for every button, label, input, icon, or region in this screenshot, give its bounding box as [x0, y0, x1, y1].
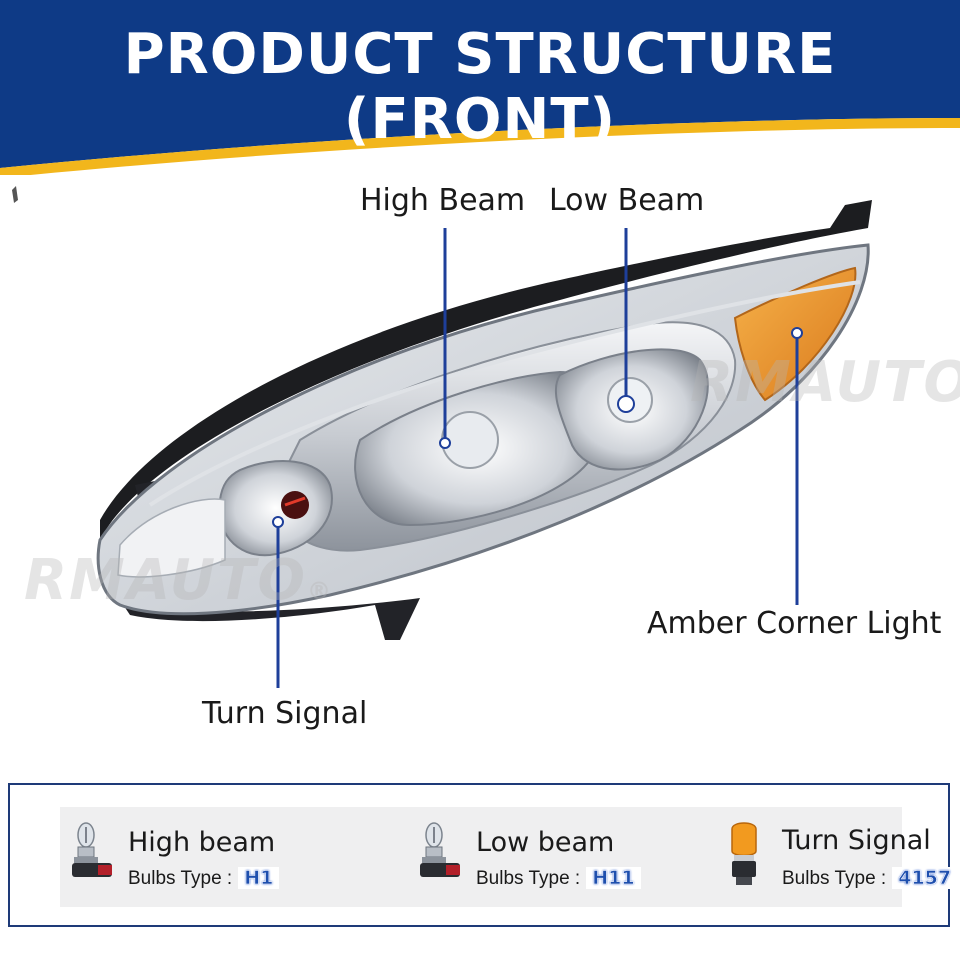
housing: [100, 200, 872, 540]
bulb-name: High beam: [128, 827, 276, 858]
bulb-code: 4157: [892, 867, 958, 889]
bulb-type-row: Bulbs Type :H11: [476, 867, 641, 890]
bulb-type-row: Bulbs Type :H1: [128, 867, 280, 890]
bulb-name: Turn Signal: [782, 825, 931, 856]
watermark-text: RMAUTO: [24, 548, 307, 613]
halogen-bulb-icon: [420, 822, 460, 877]
bulb-info-strip: High beam Bulbs Type :H1 Low beam Bulbs …: [60, 807, 958, 907]
bulb-high-beam: High beam Bulbs Type :H1: [68, 807, 328, 907]
header-banner: PRODUCT STRUCTURE (FRONT): [0, 0, 960, 175]
bulb-info-panel: High beam Bulbs Type :H1 Low beam Bulbs …: [8, 783, 958, 927]
turn-signal-reflector: [218, 460, 333, 557]
bulb-type-label: Bulbs Type :: [476, 868, 581, 889]
bulb-type-row: Bulbs Type :4157: [782, 867, 958, 890]
amber-bulb-icon: [731, 822, 757, 885]
bulb-type-label: Bulbs Type :: [782, 868, 887, 889]
header-background: [0, 0, 960, 175]
callout-low-beam: Low Beam: [549, 183, 705, 218]
watermark-text: RMAUTO: [690, 350, 960, 415]
bulb-name: Low beam: [476, 827, 615, 858]
callout-amber-corner-light: Amber Corner Light: [647, 606, 942, 641]
watermark-right: RMAUTO®: [690, 350, 960, 415]
bulb-turn-signal: Turn Signal Bulbs Type :4157: [722, 807, 958, 907]
bulb-code: H1: [238, 867, 280, 889]
halogen-bulb-icon: [72, 822, 112, 877]
bulb-type-label: Bulbs Type :: [128, 868, 233, 889]
bulb-low-beam: Low beam Bulbs Type :H11: [416, 807, 676, 907]
page-title: PRODUCT STRUCTURE (FRONT): [123, 22, 837, 152]
bulb-code: H11: [586, 867, 641, 889]
callout-turn-signal: Turn Signal: [202, 696, 368, 731]
registered-mark: ®: [306, 577, 333, 605]
callout-high-beam: High Beam: [360, 183, 526, 218]
watermark-left: RMAUTO®: [24, 548, 333, 613]
